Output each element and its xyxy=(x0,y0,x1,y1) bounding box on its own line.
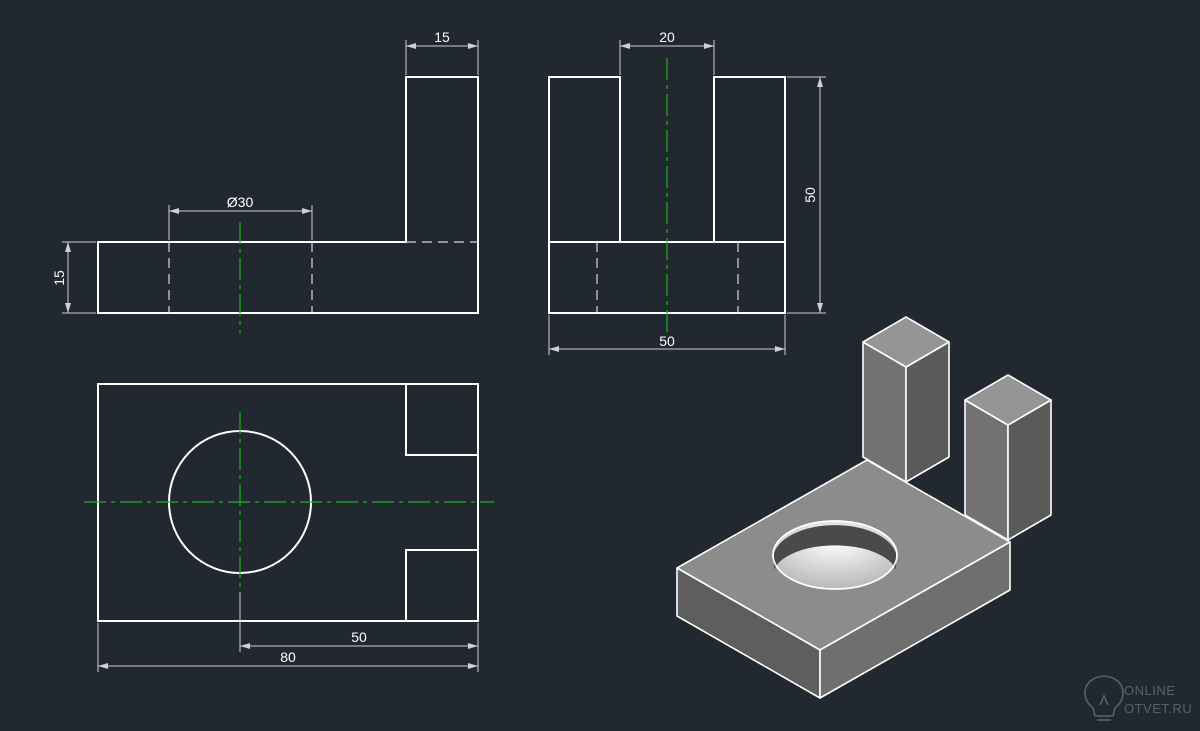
front-view: 15 Ø30 15 xyxy=(51,29,479,333)
dim-front-base-height: 15 xyxy=(51,241,96,314)
front-top-width-label: 15 xyxy=(434,29,450,45)
lightbulb-icon xyxy=(1084,675,1124,721)
dim-front-hole-diameter: Ø30 xyxy=(168,194,313,240)
front-hole-diameter-label: Ø30 xyxy=(227,194,254,210)
watermark: ONLINE OTVET.RU xyxy=(1084,675,1192,721)
dim-side-width: 50 xyxy=(548,315,786,355)
isometric-view xyxy=(676,316,1052,699)
front-base-height-label: 15 xyxy=(51,270,67,286)
top-lower-notch xyxy=(405,549,478,621)
iso-right-post-top-face xyxy=(964,374,1052,426)
front-outline xyxy=(97,76,479,314)
side-width-label: 50 xyxy=(659,333,675,349)
dim-top-hole-center: 50 xyxy=(239,592,479,672)
dim-top-total-length: 80 xyxy=(97,623,478,672)
top-total-length-label: 80 xyxy=(280,649,296,665)
iso-hole-rim xyxy=(772,520,898,590)
iso-left-post-top-face xyxy=(862,316,950,368)
watermark-line1: ONLINE xyxy=(1124,683,1175,698)
dim-side-slot-width: 20 xyxy=(619,29,715,75)
iso-base-right-face xyxy=(819,541,1011,699)
side-slot-width-label: 20 xyxy=(659,29,675,45)
top-hole-center-label: 50 xyxy=(351,629,367,645)
top-upper-notch xyxy=(405,384,478,456)
watermark-line2: OTVET.RU xyxy=(1124,701,1192,716)
iso-hole-inner-wall xyxy=(774,525,896,570)
top-view: 50 80 xyxy=(84,383,494,672)
side-view: 20 50 50 xyxy=(548,29,826,355)
dim-front-top-width: 15 xyxy=(405,29,479,75)
side-total-height-label: 50 xyxy=(802,187,818,203)
dim-side-total-height: 50 xyxy=(787,76,826,314)
